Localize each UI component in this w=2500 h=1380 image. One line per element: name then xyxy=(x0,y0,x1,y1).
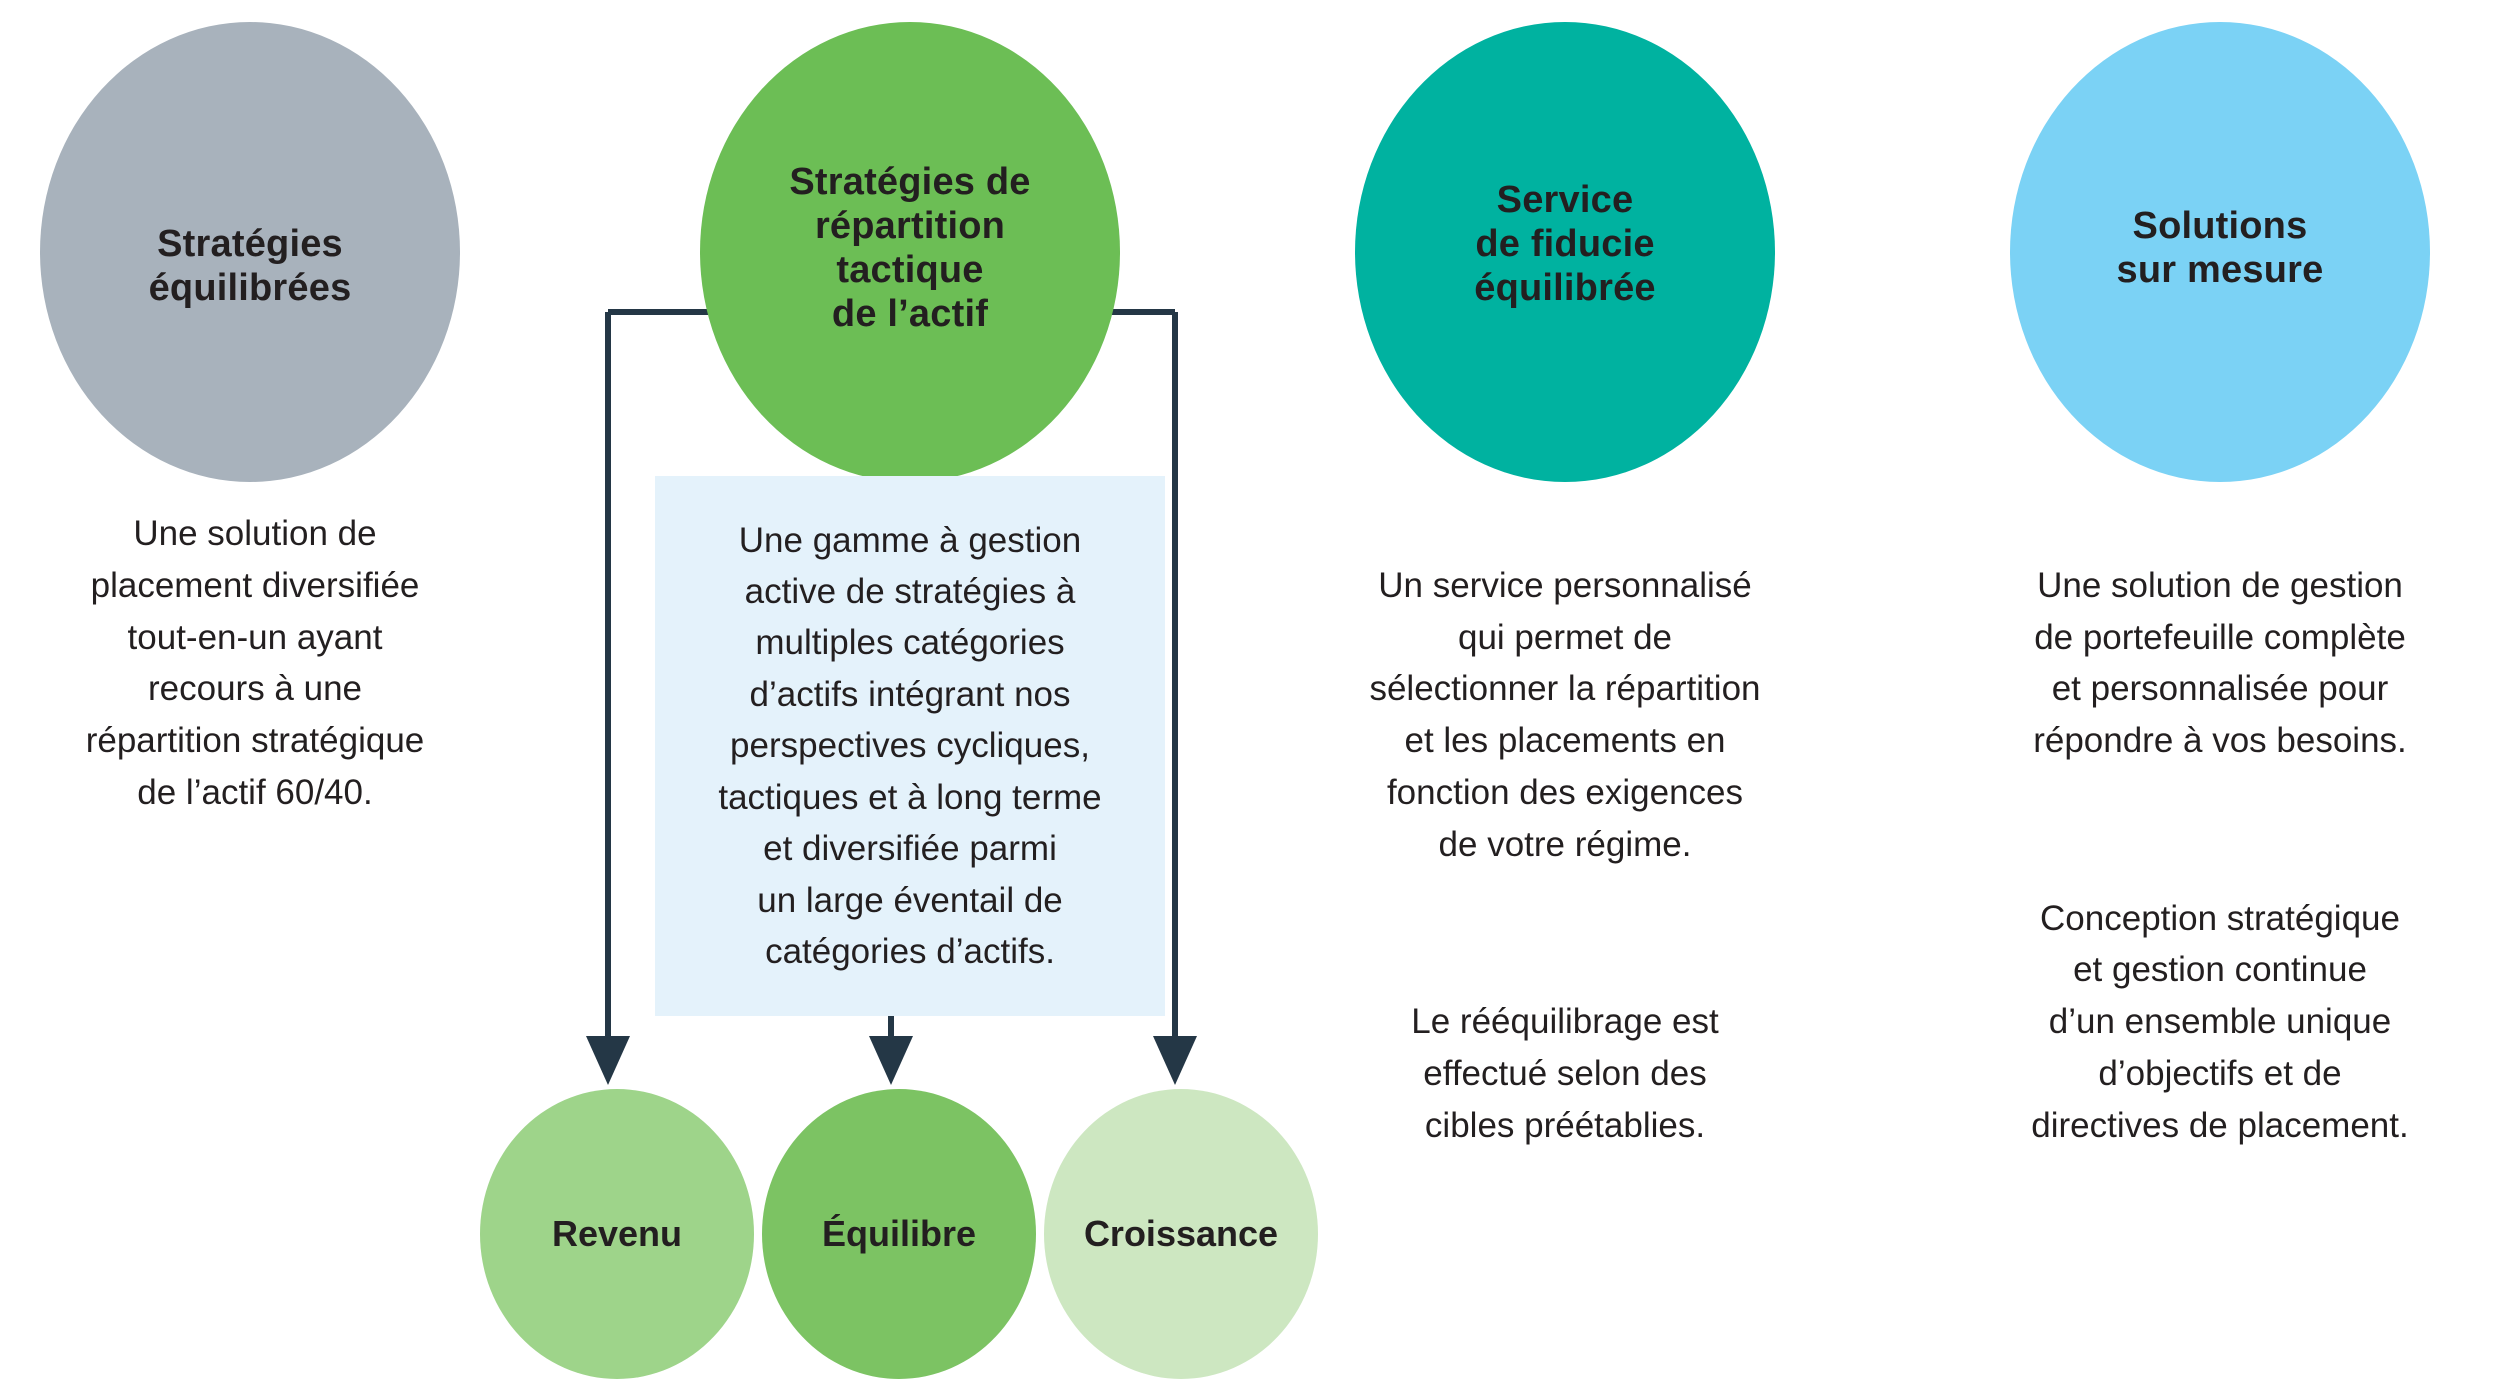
circle-custom-solutions-label: Solutions sur mesure xyxy=(2116,204,2324,291)
description-balanced-trust-service-part-2: Le rééquilibrage est effectué selon des … xyxy=(1411,1002,1719,1145)
circle-tactical-asset-allocation-label: Stratégies de répartition tactique de l’… xyxy=(789,160,1031,336)
arrow-head-right xyxy=(1153,1036,1197,1085)
circle-custom-solutions[interactable]: Solutions sur mesure xyxy=(2010,22,2430,482)
circle-croissance[interactable]: Croissance xyxy=(1044,1089,1318,1379)
description-balanced-trust-service-part-1: Un service personnalisé qui permet de sé… xyxy=(1369,565,1761,864)
paragraph-spacer xyxy=(1310,922,1820,944)
circle-equilibre[interactable]: Équilibre xyxy=(762,1089,1036,1379)
circle-revenu-label: Revenu xyxy=(551,1213,683,1254)
circle-revenu[interactable]: Revenu xyxy=(480,1089,754,1379)
description-balanced-trust-service: Un service personnalisé qui permet de sé… xyxy=(1310,508,1820,1203)
circle-balanced-strategies[interactable]: Stratégies équilibrées xyxy=(40,22,460,482)
circle-equilibre-label: Équilibre xyxy=(821,1213,977,1254)
circle-balanced-trust-service[interactable]: Service de fiducie équilibrée xyxy=(1355,22,1775,482)
description-custom-solutions-part-1: Une solution de gestion de portefeuille … xyxy=(2033,565,2407,761)
description-custom-solutions-part-2: Conception stratégique et gestion contin… xyxy=(2031,898,2409,1145)
circle-balanced-trust-service-label: Service de fiducie équilibrée xyxy=(1474,178,1656,310)
paragraph-spacer xyxy=(1965,819,2475,841)
arrow-head-left xyxy=(586,1036,630,1085)
info-box-text: Une gamme à gestion active de stratégies… xyxy=(718,520,1102,972)
info-box-tactical-asset-allocation: Une gamme à gestion active de stratégies… xyxy=(655,476,1165,1016)
description-custom-solutions: Une solution de gestion de portefeuille … xyxy=(1965,508,2475,1203)
arrow-head-center xyxy=(869,1036,913,1085)
circle-croissance-label: Croissance xyxy=(1083,1213,1279,1254)
description-balanced-strategies: Une solution de placement diversifiée to… xyxy=(85,514,425,812)
circle-tactical-asset-allocation[interactable]: Stratégies de répartition tactique de l’… xyxy=(700,22,1120,482)
circle-balanced-strategies-label: Stratégies équilibrées xyxy=(148,222,352,309)
